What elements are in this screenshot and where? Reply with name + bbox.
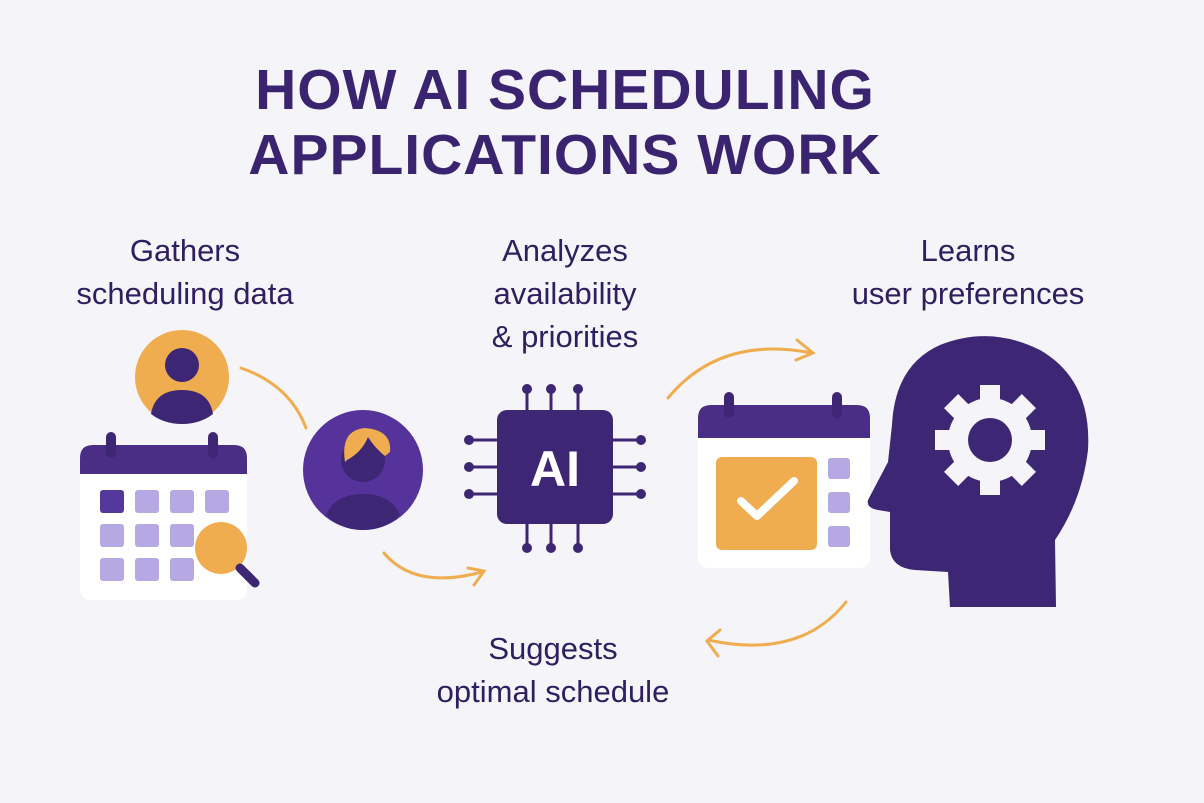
user-avatar-icon xyxy=(135,330,229,424)
flow-arrows xyxy=(239,338,848,658)
label-line: Gathers xyxy=(129,233,241,268)
arrowhead xyxy=(794,338,816,362)
gear-tooth xyxy=(1006,394,1036,424)
label-line: scheduling data xyxy=(76,276,294,311)
chip-pin-dot xyxy=(522,543,532,553)
head-gear-icon xyxy=(867,336,1089,607)
calendar-day-cell xyxy=(135,558,159,581)
chip-pin-dot xyxy=(522,384,532,394)
chip-pin-dot xyxy=(573,543,583,553)
chip-pin-dot xyxy=(636,462,646,472)
chip-pin-dot xyxy=(464,462,474,472)
calendar-day-cell xyxy=(170,490,194,513)
title-line-2: APPLICATIONS WORK xyxy=(248,123,882,187)
step-gather-label: Gathers scheduling data xyxy=(45,229,325,315)
ai-chip-icon: AI xyxy=(464,384,646,553)
gear-tooth xyxy=(944,456,974,486)
gear-tooth xyxy=(980,473,1000,495)
gear-tooth xyxy=(1006,456,1036,486)
label-line: optimal schedule xyxy=(436,674,670,709)
calendar-day-cell xyxy=(100,558,124,581)
calendar-check-icon xyxy=(698,392,870,568)
chip-pin-dot xyxy=(546,543,556,553)
chip-pin-dot xyxy=(464,435,474,445)
chip-pin-dot xyxy=(546,384,556,394)
calendar-search-icon xyxy=(80,432,260,600)
arrowhead xyxy=(704,628,722,658)
step-suggest-label: Suggests optimal schedule xyxy=(403,627,703,713)
label-line: Analyzes xyxy=(502,233,628,268)
chip-pin-dot xyxy=(573,384,583,394)
arrow-connector xyxy=(706,600,848,647)
label-line: & priorities xyxy=(491,319,639,354)
chip-pin-dot xyxy=(636,489,646,499)
calendar-day-cell xyxy=(170,558,194,581)
arrowhead xyxy=(466,566,487,587)
chip-label: AI xyxy=(530,441,580,497)
calendar-day-cell xyxy=(100,524,124,547)
label-line: availability xyxy=(493,276,637,311)
calendar-day-cell xyxy=(135,524,159,547)
gear-tooth xyxy=(935,430,957,450)
arrow-connector xyxy=(666,347,814,400)
calendar-day-cell xyxy=(135,490,159,513)
title-line-1: HOW AI SCHEDULING xyxy=(255,58,875,122)
label-line: Learns xyxy=(920,233,1016,268)
calendar-day-cell xyxy=(100,490,124,513)
chip-pin-dot xyxy=(636,435,646,445)
label-line: user preferences xyxy=(851,276,1085,311)
calendar-day-cell xyxy=(170,524,194,547)
label-line: Suggests xyxy=(488,631,618,666)
person-avatar-icon xyxy=(303,410,423,530)
calendar-day-cell xyxy=(205,490,229,513)
gear-tooth xyxy=(1023,430,1045,450)
step-analyze-label: Analyzes availability & priorities xyxy=(425,229,705,358)
arrow-connector xyxy=(239,366,308,430)
chip-pin-dot xyxy=(464,489,474,499)
gear-tooth xyxy=(980,385,1000,407)
step-learn-label: Learns user preferences xyxy=(818,229,1118,315)
gear-tooth xyxy=(944,394,974,424)
arrow-connector xyxy=(382,551,484,580)
